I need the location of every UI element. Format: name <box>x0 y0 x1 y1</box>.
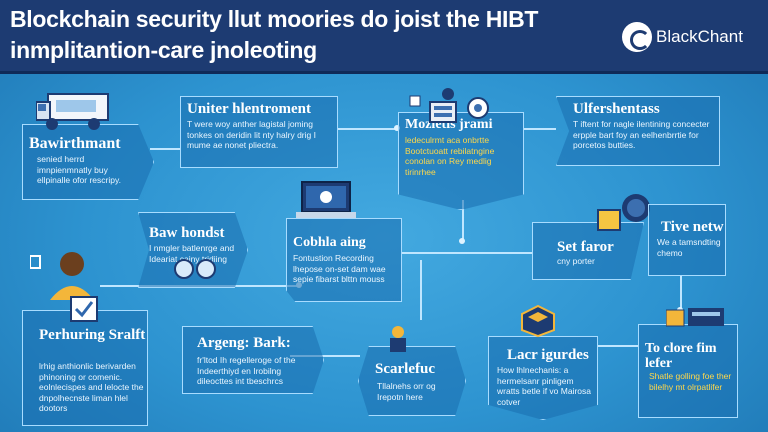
panel-text: Tllalnehs orr og Irepotn here <box>377 381 436 402</box>
panel-text: lrhig anthionlic berivarden phinoning or… <box>39 361 144 413</box>
connector-line <box>290 355 360 357</box>
shield-icon <box>597 194 650 231</box>
panel-text: cny porter <box>557 256 595 266</box>
connector-node <box>394 125 400 131</box>
panel-set-faror: Set faror cny porter <box>532 222 644 280</box>
panel-scarlefuc: Scarlefuc Tllalnehs orr og Irepotn here <box>358 346 466 416</box>
panel-text: senied herrd imnpienmnatly buy ellpinall… <box>37 154 121 185</box>
panel-title: Mozietis jrami <box>405 117 493 132</box>
panel-title: Lacr igurdes <box>507 347 589 363</box>
panel-bawirthmant: Bawirthmant senied herrd imnpienmnatly b… <box>22 124 154 200</box>
panel-text: We a tamsndting chemo <box>657 237 721 258</box>
avatar-icon <box>30 252 94 300</box>
connector-line <box>598 345 638 347</box>
panel-text: fr'ltod Ih regelleroge of the Indeerthiy… <box>197 355 296 386</box>
page-title: Blockchain security llut moories do jois… <box>10 6 539 63</box>
brand-logo-text: BlackChant <box>656 27 743 46</box>
panel-title: Cobhla aing <box>293 235 366 250</box>
panel-title: Tive netw <box>661 219 724 235</box>
panel-title: Uniter hlentroment <box>187 101 312 117</box>
brand-logo-icon <box>622 22 652 52</box>
panel-title: Perhuring Sralft <box>39 327 146 343</box>
laptop-icon <box>296 181 356 218</box>
panel-tive-netw: Tive netw We a tamsndting chemo <box>648 204 726 276</box>
panel-mozietis-jrami: Mozietis jrami ledeculrmt aca onbrtte Bo… <box>398 112 524 210</box>
truck-icon <box>36 93 109 130</box>
panel-uniter-hlentroment: Uniter hlentroment T were woy anther lag… <box>180 96 338 168</box>
card-icon <box>666 308 724 327</box>
panel-text: ledeculrmt aca onbrtte Bootctuoatt rebil… <box>405 135 495 177</box>
connector-line <box>462 200 464 242</box>
check-icon <box>70 296 98 322</box>
panel-lacr-igurdes: Lacr igurdes How lhlnechanis: a hermelsa… <box>488 336 598 420</box>
connector-line <box>524 128 556 130</box>
brand-logo: BlackChant <box>622 22 743 52</box>
panel-title: To clore fim lefer <box>645 341 717 372</box>
server-icon <box>409 88 489 123</box>
panel-baw-hondst: Baw hondst I nmgler batlenrge and Ideari… <box>138 212 248 288</box>
connector-line <box>402 252 532 254</box>
panel-to-clore-fim-lefer: To clore fim lefer Shatle golling foe th… <box>638 324 738 418</box>
panel-cobhla-aing: Cobhla aing Fontustion Recording lhepose… <box>286 218 402 302</box>
header-banner: Blockchain security llut moories do jois… <box>0 0 768 74</box>
connector-line <box>338 128 398 130</box>
panel-text: Shatle golling foe ther bilelhy mt olrpa… <box>649 371 732 392</box>
blockchain-node-icon <box>174 259 216 279</box>
connector-line <box>420 260 422 320</box>
panel-title: Scarlefuc <box>375 361 435 377</box>
panel-title: Bawirthmant <box>29 135 121 152</box>
panel-argeng-bark: Argeng: Bark: fr'ltod Ih regelleroge of … <box>182 326 324 394</box>
panel-text: How lhlnechanis: a hermelsanr pinligem w… <box>497 365 592 407</box>
panel-text: I nmgler batlenrge and Ideariat cainy tr… <box>149 243 235 264</box>
panel-title: Baw hondst <box>149 225 225 241</box>
panel-perhuring-sralft: Perhuring Sralft lrhig anthionlic beriva… <box>22 310 148 426</box>
panel-text: T were woy anther lagistal joming tonkes… <box>187 119 316 150</box>
panel-ulfershentass: Ulfershentass T iftent for nagle ilentin… <box>556 96 720 166</box>
connector-line <box>680 275 682 310</box>
panel-text: T iftent for nagle ilentining concecter … <box>573 119 710 150</box>
connector-line <box>150 148 180 150</box>
panel-title: Ulfershentass <box>573 101 660 117</box>
cube-icon <box>521 304 555 338</box>
panel-title: Set faror <box>557 239 614 255</box>
panel-title: Argeng: Bark: <box>197 335 291 351</box>
connector-node <box>459 238 465 244</box>
panel-text: Fontustion Recording lhepose on-set dam … <box>293 253 386 284</box>
person-icon <box>390 326 406 352</box>
